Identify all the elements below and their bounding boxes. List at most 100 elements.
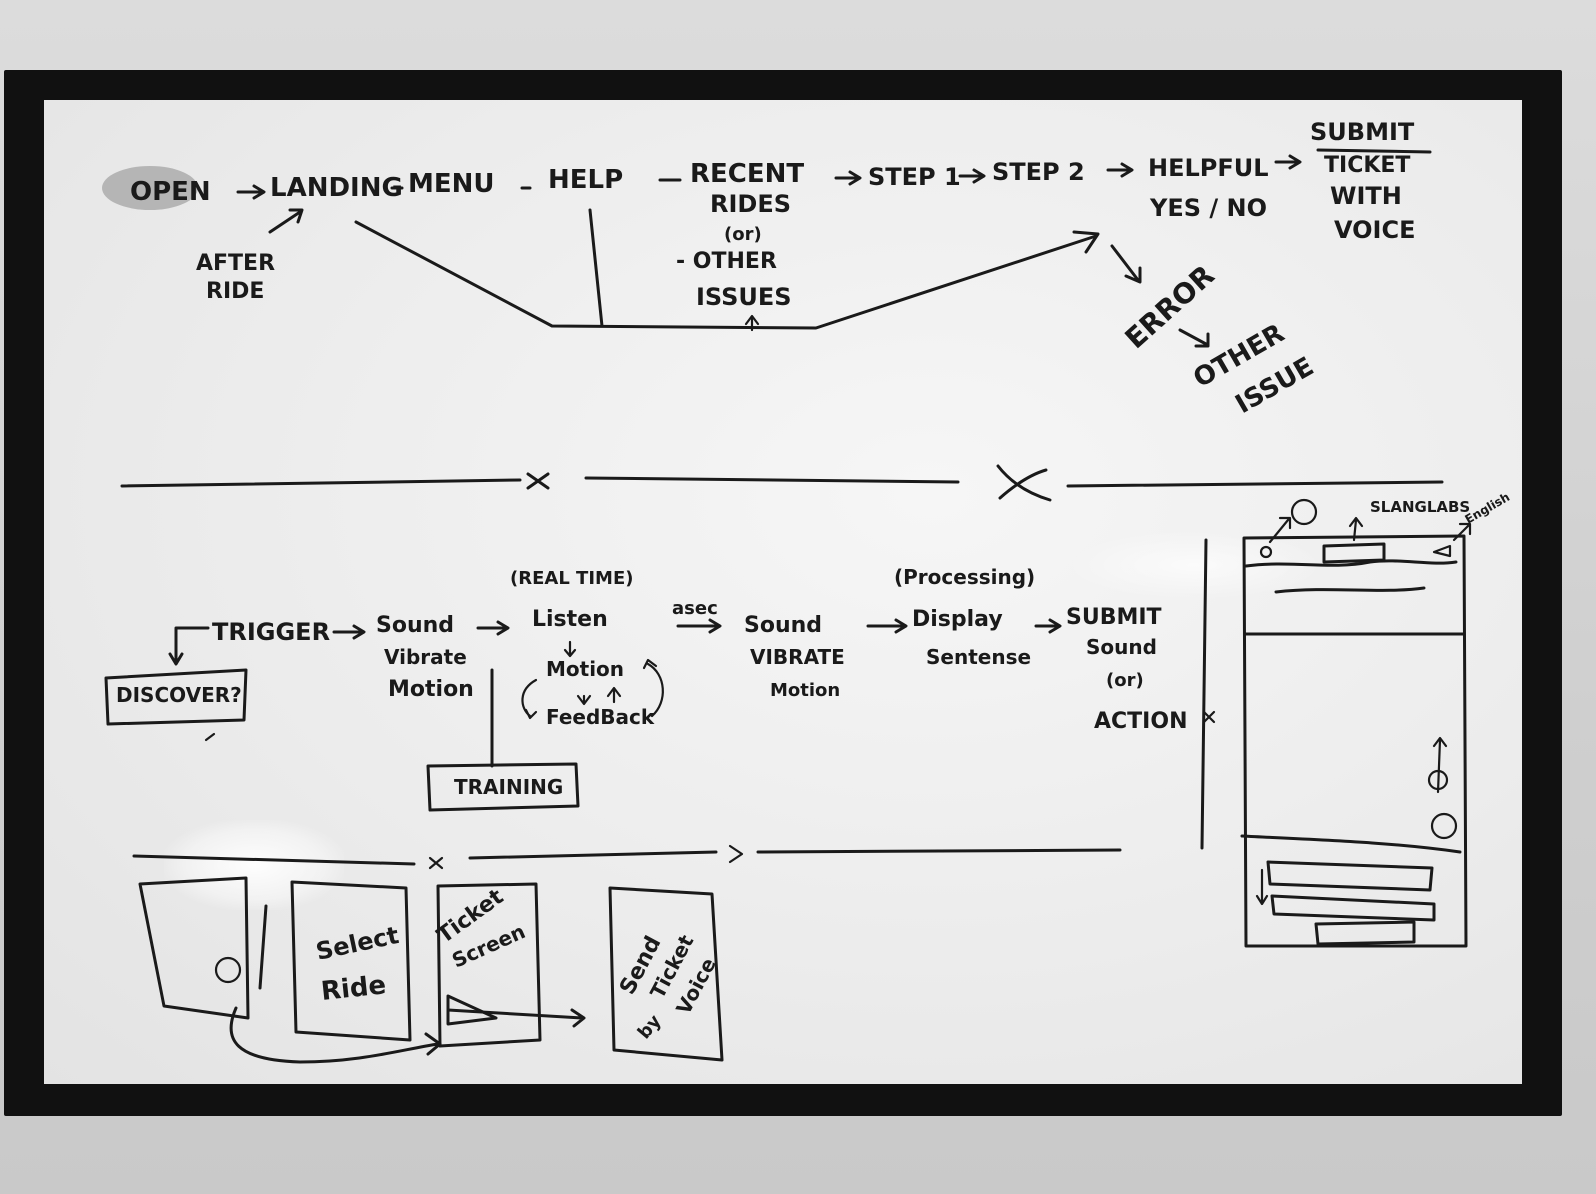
arrow-icon bbox=[446, 1008, 586, 1028]
issues-label: ISSUES bbox=[696, 283, 792, 311]
vibrate2-label: VIBRATE bbox=[750, 645, 845, 669]
cross-mark-icon bbox=[996, 464, 1052, 502]
mic-icon bbox=[1427, 769, 1449, 791]
down-arrow-icon bbox=[168, 626, 210, 666]
funnel-line bbox=[354, 220, 1098, 330]
training-label: TRAINING bbox=[454, 775, 563, 799]
ride-label: Ride bbox=[320, 970, 388, 1007]
cross-mark-icon bbox=[526, 472, 550, 490]
list-row bbox=[1266, 860, 1434, 892]
sentense-label: Sentense bbox=[926, 645, 1031, 669]
ticket-label: TICKET bbox=[1324, 153, 1410, 178]
brand-bar bbox=[1322, 542, 1386, 564]
up-arrow-icon bbox=[606, 686, 622, 704]
select-label: Select bbox=[313, 921, 401, 966]
with-label: WITH bbox=[1330, 182, 1402, 210]
arrow-icon bbox=[1106, 162, 1134, 178]
step2-label: STEP 2 bbox=[992, 158, 1085, 186]
arrow-icon bbox=[236, 184, 266, 200]
screen-frame-4 bbox=[608, 886, 724, 1062]
slanglabs-label: SLANGLABS bbox=[1370, 498, 1470, 516]
header-scribble bbox=[1244, 559, 1458, 568]
separator-line bbox=[1200, 538, 1208, 850]
down-arrow-icon bbox=[563, 640, 577, 658]
discover-label: DISCOVER? bbox=[116, 683, 242, 707]
phone-sketch: SLANGLABS English bbox=[1200, 490, 1512, 948]
up-arrow-icon bbox=[1432, 736, 1448, 794]
ride-label: RIDE bbox=[206, 279, 264, 304]
record-button-icon bbox=[214, 956, 242, 984]
motion2-label: Motion bbox=[770, 680, 840, 701]
action-label: ACTION bbox=[1094, 709, 1187, 734]
display-label: Display bbox=[912, 607, 1003, 632]
rides-label: RIDES bbox=[710, 190, 791, 218]
trigger-label: TRIGGER bbox=[212, 618, 330, 646]
arrow-head-icon bbox=[1072, 230, 1100, 254]
language-toggle-icon bbox=[1432, 544, 1452, 558]
after-label: AFTER bbox=[196, 251, 275, 276]
up-arrow-icon bbox=[1348, 516, 1364, 542]
real-time-label: (REAL TIME) bbox=[510, 568, 633, 589]
help-icon bbox=[1290, 498, 1318, 526]
scroll-arrow-icon bbox=[1255, 868, 1269, 906]
listen-label: Listen bbox=[532, 607, 608, 632]
list-row bbox=[1270, 894, 1436, 922]
open-label: OPEN bbox=[130, 177, 211, 207]
or2-label: (or) bbox=[1106, 670, 1144, 691]
arrow-icon bbox=[676, 618, 722, 634]
vibrate-label: Vibrate bbox=[384, 645, 467, 669]
arrow-icon bbox=[1034, 618, 1062, 634]
motion-sub-label: Motion bbox=[546, 657, 624, 681]
landing-label: LANDING bbox=[270, 173, 403, 203]
sound2-label: Sound bbox=[744, 613, 822, 638]
up-arrow-icon bbox=[268, 208, 304, 234]
asec-label: asec bbox=[672, 598, 718, 619]
chevron-right-icon bbox=[728, 844, 744, 864]
up-arrow-icon bbox=[1452, 522, 1472, 542]
storyboard-divider bbox=[132, 844, 1122, 870]
arrow-icon bbox=[958, 168, 986, 184]
loop-arrow-icon bbox=[642, 658, 664, 718]
up-arrow-icon bbox=[1268, 516, 1292, 544]
top-flow: OPEN LANDING MENU HELP RECENT RIDES (or)… bbox=[102, 118, 1432, 420]
screen-frame-1 bbox=[138, 876, 250, 1020]
recent-label: RECENT bbox=[690, 159, 804, 189]
down-arrow-icon bbox=[576, 694, 592, 706]
screen-frame-3 bbox=[436, 882, 542, 1048]
training-box bbox=[426, 762, 580, 812]
loop-arrow-icon bbox=[521, 678, 538, 720]
strike-line bbox=[1316, 148, 1432, 154]
arrow-icon bbox=[1274, 154, 1302, 170]
arrow-icon bbox=[834, 170, 862, 186]
sound3-label: Sound bbox=[1086, 635, 1157, 659]
middle-flow: TRIGGER DISCOVER? Sound Vibrate Motion (… bbox=[104, 565, 1216, 812]
cross-mark-icon bbox=[1202, 710, 1216, 724]
arrow-icon bbox=[332, 624, 366, 640]
arrow-icon bbox=[866, 618, 908, 634]
divider bbox=[120, 464, 1444, 502]
title-scribble bbox=[1274, 586, 1426, 594]
list-row bbox=[1314, 920, 1416, 946]
voice-label: VOICE bbox=[1334, 216, 1416, 244]
screen-frame-2 bbox=[290, 880, 412, 1042]
menu-label: MENU bbox=[408, 169, 495, 199]
cross-mark-icon bbox=[428, 856, 444, 870]
record-button-icon bbox=[1430, 812, 1458, 840]
yes-no-label: YES / NO bbox=[1149, 194, 1267, 222]
arrow-icon bbox=[476, 620, 510, 636]
or-label: (or) bbox=[724, 224, 762, 245]
submit-sound-label: SUBMIT bbox=[1066, 605, 1162, 630]
section-line bbox=[1240, 834, 1462, 854]
arrow-icon bbox=[1178, 328, 1210, 348]
step1-label: STEP 1 bbox=[868, 163, 961, 191]
menu-icon bbox=[1259, 545, 1273, 559]
erase-smudge bbox=[102, 166, 198, 210]
motion-label: Motion bbox=[388, 677, 474, 702]
processing-label: (Processing) bbox=[894, 565, 1035, 589]
feedback-label: FeedBack bbox=[546, 705, 655, 729]
phone-outline bbox=[1242, 534, 1468, 948]
flow-arrow-icon bbox=[229, 1006, 442, 1064]
other-label: - OTHER bbox=[676, 249, 777, 274]
bottom-storyboard: Select Ride Ticket Screen Send Ticket Vo… bbox=[138, 876, 724, 1064]
